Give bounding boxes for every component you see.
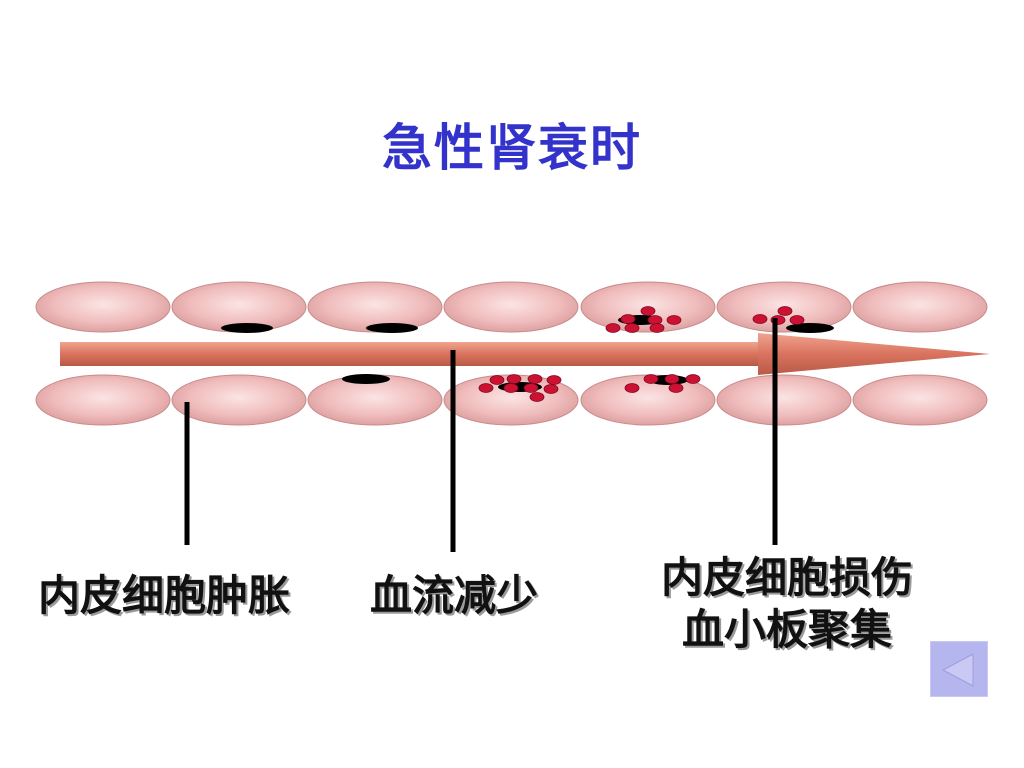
platelet [789,315,805,325]
platelet [643,374,659,384]
platelet [543,384,559,394]
platelet-cluster [478,374,562,402]
platelet [489,375,505,385]
platelet-cluster [624,374,701,393]
endothelial-cell [443,281,579,333]
platelet [668,383,684,393]
cell-nucleus [786,323,834,333]
platelet [546,375,562,385]
platelet [529,392,545,402]
platelet [478,383,494,393]
platelet [624,383,640,393]
label-damage-line2: 血小板聚集 [681,605,892,654]
back-button[interactable] [930,641,988,697]
cell-nucleus [221,323,273,333]
platelet [752,314,768,324]
platelet-cluster [752,306,805,325]
endothelial-cell [307,281,443,333]
triangle-left-icon [941,653,974,687]
platelet [664,374,680,384]
label-endothelial-damage: 内皮细胞损伤 血小板聚集 [632,552,942,656]
platelet [685,374,701,384]
platelet [649,323,665,333]
platelet [640,306,656,316]
cell-nucleus [342,374,390,384]
endothelial-cell [852,374,988,426]
cell-nucleus [366,323,418,333]
endothelial-cell [716,374,852,426]
label-damage-line1: 内皮细胞损伤 [660,553,913,602]
platelet [527,374,543,384]
endothelial-cell [35,374,171,426]
platelet [605,323,621,333]
blood-flow-arrow [60,333,990,375]
platelet [506,374,522,384]
endothelial-cell [171,374,307,426]
label-endothelial-swelling: 内皮细胞肿胀 [38,571,291,620]
platelet [777,306,793,316]
label-reduced-blood-flow: 血流减少 [370,571,539,620]
bottom-cell-row [35,374,988,426]
platelet [647,315,663,325]
platelet-cluster [605,306,682,333]
top-cell-row [35,281,988,333]
endothelial-cell [35,281,171,333]
platelet [620,314,636,324]
platelet [523,383,539,393]
platelet [666,315,682,325]
platelet [503,383,519,393]
platelet [624,323,640,333]
slide-title: 急性肾衰时 [382,118,642,177]
endothelial-cell [852,281,988,333]
